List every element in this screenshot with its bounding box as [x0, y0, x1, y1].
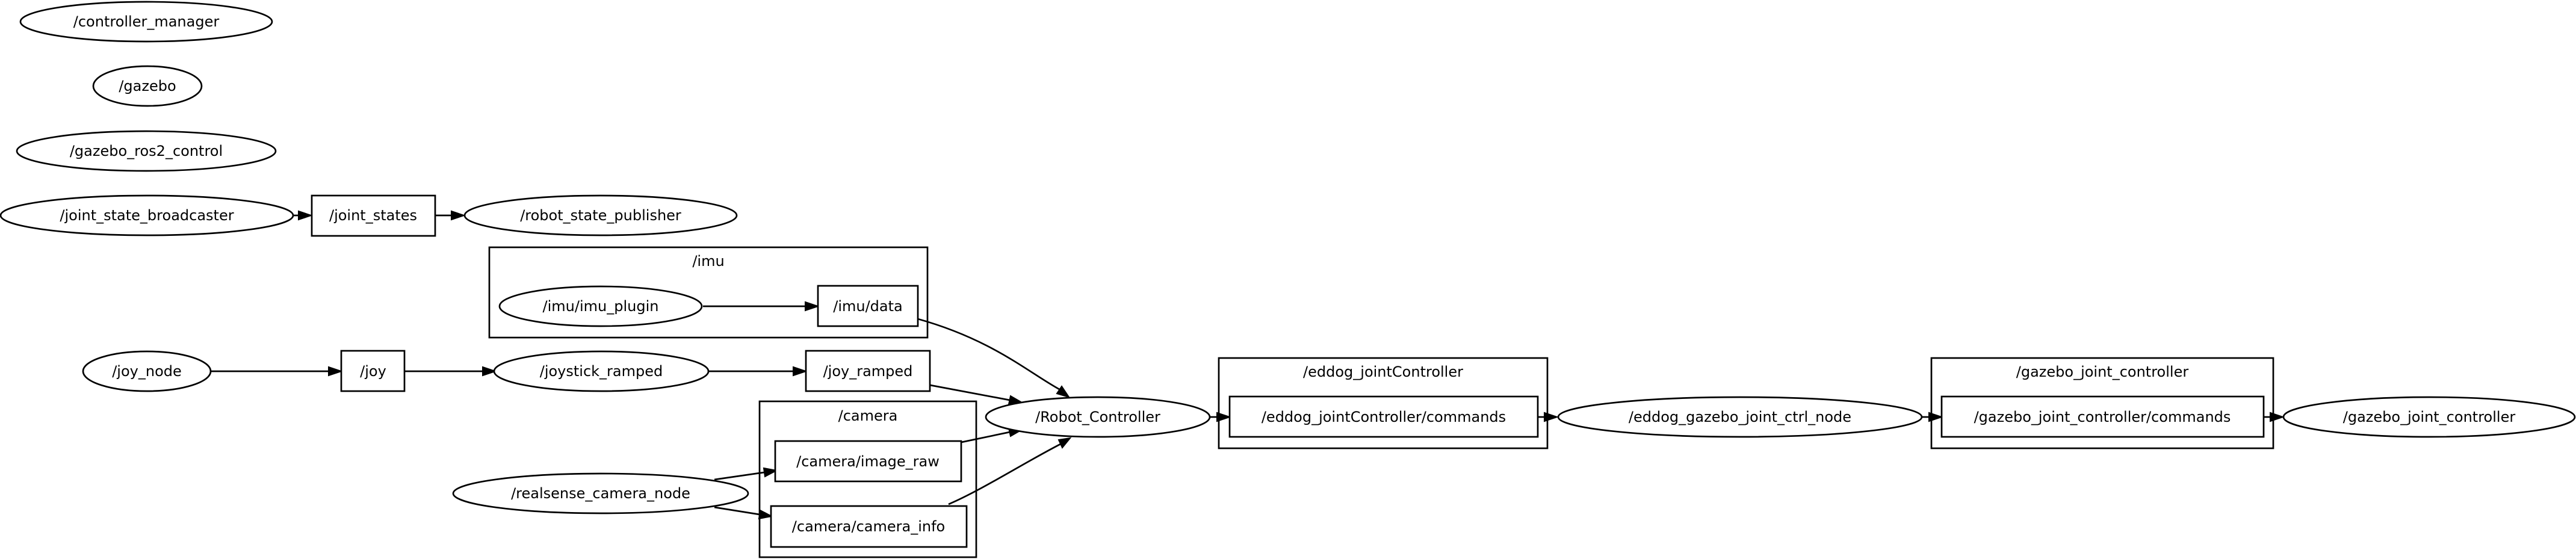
node-joystick-ramped-label: /joystick_ramped — [540, 363, 663, 380]
topic-camera-image-raw[interactable]: /camera/image_raw — [774, 440, 962, 483]
cluster-camera-label: /camera — [838, 407, 898, 424]
topic-joy[interactable]: /joy — [340, 350, 406, 392]
topic-gazebo-commands-label: /gazebo_joint_controller/commands — [1974, 409, 2231, 425]
edge-imu-data-to-robot-controller — [917, 318, 1071, 398]
topic-joy-ramped[interactable]: /joy_ramped — [805, 350, 931, 392]
topic-eddog-commands-label: /eddog_jointController/commands — [1262, 409, 1506, 425]
cluster-imu: /imu — [488, 246, 929, 339]
topic-camera-camera-info[interactable]: /camera/camera_info — [770, 505, 968, 548]
node-gazebo-ros2-control[interactable]: /gazebo_ros2_control — [16, 130, 277, 172]
topic-eddog-commands[interactable]: /eddog_jointController/commands — [1228, 395, 1539, 438]
node-robot-state-publisher[interactable]: /robot_state_publisher — [463, 194, 738, 236]
topic-joy-ramped-label: /joy_ramped — [823, 363, 913, 380]
cluster-imu-label: /imu — [692, 253, 724, 270]
cluster-gazebo-joint-controller: /gazebo_joint_controller — [1930, 357, 2274, 449]
edge-joint-state-broadcaster-to-joint-states — [294, 210, 314, 221]
edge-imu-plugin-to-imu-data — [703, 301, 820, 312]
edge-realsense-to-camera-image-raw — [714, 467, 778, 481]
cluster-gazebo-joint-controller-label: /gazebo_joint_controller — [2016, 363, 2189, 380]
node-gazebo[interactable]: /gazebo — [92, 65, 203, 107]
node-eddog-gazebo-joint-ctrl-node-label: /eddog_gazebo_joint_ctrl_node — [1629, 409, 1851, 425]
edge-realsense-to-camera-info — [714, 506, 773, 520]
edge-ctrl-node-to-gazebo-commands — [1922, 412, 1944, 422]
topic-gazebo-commands[interactable]: /gazebo_joint_controller/commands — [1940, 395, 2265, 438]
cluster-eddog-jointcontroller: /eddog_jointController — [1218, 357, 1549, 449]
node-joystick-ramped[interactable]: /joystick_ramped — [493, 350, 710, 392]
topic-joy-label: /joy — [360, 363, 386, 380]
edge-joint-states-to-robot-state-publisher — [435, 210, 466, 221]
topic-camera-camera-info-label: /camera/camera_info — [792, 518, 945, 535]
topic-joint-states[interactable]: /joint_states — [311, 194, 436, 237]
node-imu-plugin[interactable]: /imu/imu_plugin — [498, 285, 703, 327]
edge-gazebo-commands-to-gazebo-joint-controller — [2264, 412, 2285, 422]
node-imu-plugin-label: /imu/imu_plugin — [543, 298, 659, 315]
edge-camera-info-to-robot-controller — [948, 437, 1072, 505]
node-controller-manager-label: /controller_manager — [73, 13, 220, 30]
topic-camera-image-raw-label: /camera/image_raw — [796, 453, 940, 470]
node-gazebo-label: /gazebo — [119, 78, 176, 94]
topic-imu-data-label: /imu/data — [833, 298, 903, 315]
node-gazebo-joint-controller[interactable]: /gazebo_joint_controller — [2282, 396, 2576, 438]
node-controller-manager[interactable]: /controller_manager — [19, 1, 273, 43]
node-robot-controller-label: /Robot_Controller — [1035, 409, 1160, 425]
topic-imu-data[interactable]: /imu/data — [817, 285, 919, 327]
edge-joy-node-to-joy — [211, 366, 344, 377]
node-gazebo-ros2-control-label: /gazebo_ros2_control — [70, 143, 223, 159]
node-gazebo-joint-controller-label: /gazebo_joint_controller — [2343, 409, 2516, 425]
node-robot-controller[interactable]: /Robot_Controller — [985, 396, 1211, 438]
node-joint-state-broadcaster[interactable]: /joint_state_broadcaster — [0, 194, 294, 236]
node-realsense-camera-node[interactable]: /realsense_camera_node — [452, 472, 749, 514]
node-eddog-gazebo-joint-ctrl-node[interactable]: /eddog_gazebo_joint_ctrl_node — [1557, 396, 1923, 438]
node-joy-node-label: /joy_node — [112, 363, 182, 380]
node-joint-state-broadcaster-label: /joint_state_broadcaster — [60, 207, 234, 224]
cluster-camera: /camera — [758, 400, 977, 558]
node-robot-state-publisher-label: /robot_state_publisher — [520, 207, 681, 224]
node-realsense-camera-node-label: /realsense_camera_node — [511, 485, 690, 502]
edge-eddog-commands-to-ctrl-node — [1538, 412, 1559, 422]
topic-joint-states-label: /joint_states — [329, 207, 417, 224]
cluster-eddog-jointcontroller-label: /eddog_jointController — [1303, 363, 1463, 380]
node-joy-node[interactable]: /joy_node — [82, 350, 212, 392]
edge-joystick-ramped-to-joy-ramped — [708, 366, 808, 377]
edge-joy-to-joystick-ramped — [404, 366, 498, 377]
edge-robot-controller-to-eddog-commands — [1210, 412, 1232, 422]
